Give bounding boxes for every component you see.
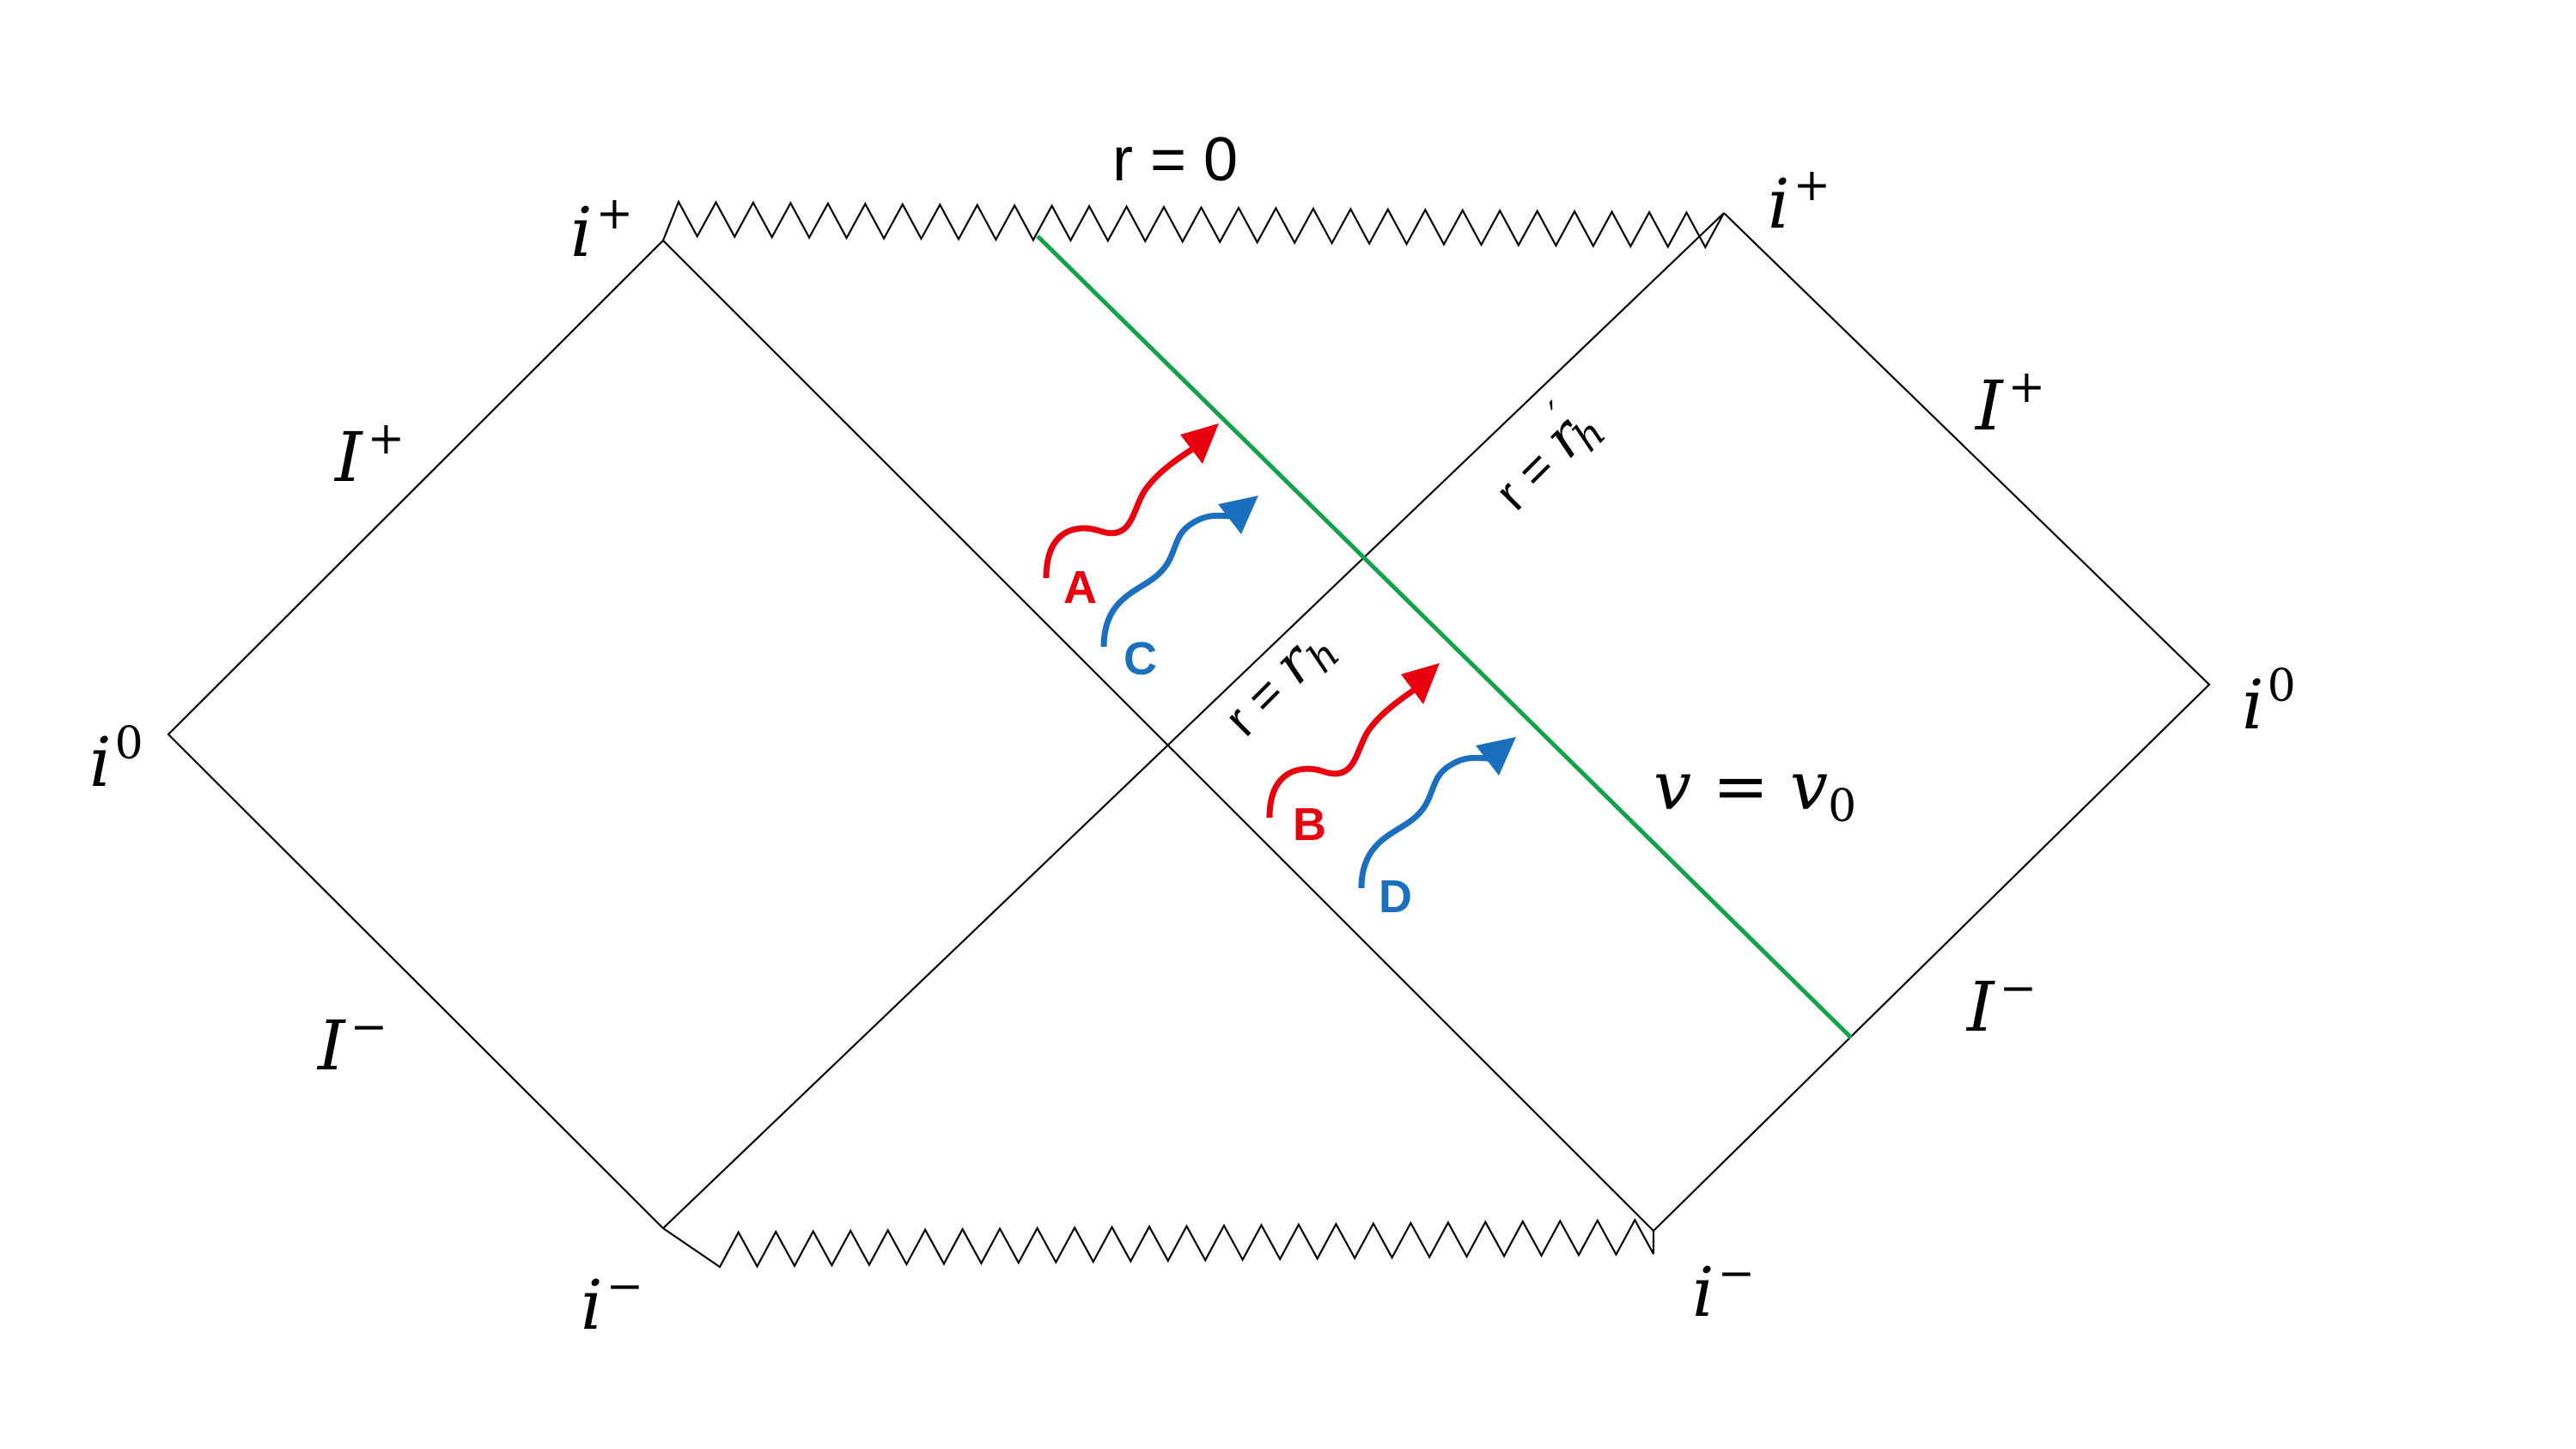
shell-label: v = v0 (1653, 748, 1856, 832)
spatial-infinity-left: i0 (89, 718, 143, 802)
future-timelike-infinity-left: i+ (570, 188, 633, 272)
past-null-infinity-right: I− (1965, 963, 2037, 1047)
particle-D-arrow (1358, 737, 1516, 889)
past-timelike-infinity-left: i− (581, 1261, 643, 1345)
particle-C-label: C (1124, 633, 1157, 685)
left-region-boundary (167, 240, 664, 1229)
particle-A-arrow (1043, 423, 1219, 579)
horizon-line-b (662, 212, 1725, 1229)
future-null-infinity-left: I+ (333, 413, 405, 497)
particle-D-label: D (1379, 871, 1412, 922)
particle-A-label: A (1063, 562, 1097, 613)
particle-B-label: B (1293, 799, 1326, 850)
singularity-label: r = 0 (1112, 125, 1238, 194)
future-null-infinity-right: I+ (1974, 362, 2045, 446)
past-timelike-infinity-right: i− (1692, 1248, 1755, 1332)
horizon-line-a (662, 240, 1654, 1232)
horizon-label-rh: r = rh (1209, 612, 1349, 752)
right-region-boundary (1653, 212, 2211, 1232)
singularity-top (661, 199, 1725, 250)
past-null-infinity-left: I− (316, 1002, 387, 1086)
singularity-bottom (662, 1217, 1655, 1269)
particle-B-arrow (1266, 663, 1440, 819)
horizon-label-rh-prime: r = r′h (1471, 384, 1614, 527)
shell-line-v-v0 (1036, 234, 1853, 1039)
particle-C-arrow (1100, 496, 1258, 648)
spatial-infinity-right: i0 (2242, 661, 2296, 745)
future-timelike-infinity-right: i+ (1768, 160, 1830, 244)
